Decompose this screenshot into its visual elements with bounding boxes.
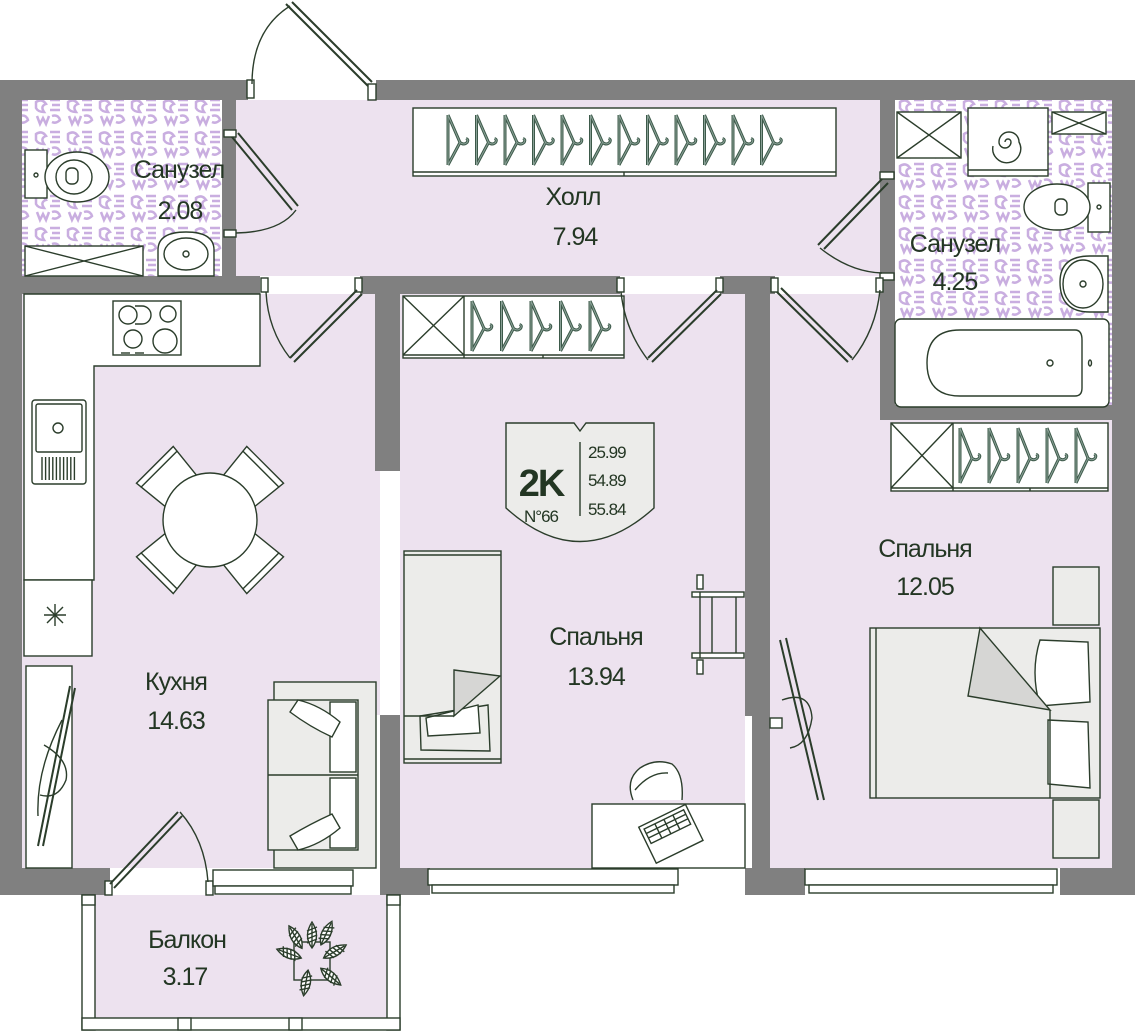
hanger-icon	[589, 114, 612, 166]
plant-icon	[275, 920, 348, 998]
hanger-icon	[470, 300, 494, 352]
hanger-icon	[617, 114, 641, 166]
sofa	[267, 681, 377, 869]
hanger-icon	[559, 300, 582, 352]
single-bed	[403, 550, 502, 764]
bedroom-right-door[interactable]	[770, 277, 884, 363]
hanger-icon	[1045, 427, 1069, 484]
room-name: Санузел	[910, 230, 1000, 258]
hanger-icon	[760, 114, 783, 166]
entrance-door[interactable]	[246, 1, 377, 101]
living-area: 25.99	[588, 443, 626, 462]
hanger-icon	[446, 114, 470, 166]
apartment-number: N°66	[524, 507, 559, 526]
hanger-icon	[475, 114, 498, 166]
desk	[591, 761, 746, 869]
balcony-railing	[81, 894, 401, 1031]
bathroom-large-door[interactable]	[817, 171, 895, 281]
toilet-tank	[1087, 182, 1111, 233]
bedroom-right-wardrobe	[890, 422, 1109, 492]
room-label-balcony: Балкон 3.17	[148, 926, 227, 991]
total-area: 54.89	[588, 471, 626, 490]
hanger-icon	[646, 114, 669, 166]
room-name: Спальня	[878, 535, 971, 563]
toilet-icon	[44, 151, 110, 203]
room-area: 12.05	[896, 573, 954, 601]
hanger-icon	[503, 114, 527, 166]
room-area: 13.94	[567, 663, 626, 691]
stove-icon	[112, 300, 182, 356]
laptop-icon	[637, 803, 704, 865]
asterisk-icon	[44, 604, 66, 626]
kitchen-sink-icon	[31, 399, 87, 485]
kitchen-counter	[23, 293, 261, 657]
sink-icon	[1059, 255, 1109, 313]
hall-wardrobe	[412, 107, 837, 177]
bedroom-middle-radiator	[691, 574, 745, 675]
bedroom-right-window-side	[769, 637, 825, 801]
hanger-icon	[987, 427, 1011, 484]
dining-table	[135, 445, 285, 595]
room-name: Балкон	[148, 926, 226, 954]
bathroom-large-fixtures	[894, 107, 1111, 408]
hanger-icon	[703, 114, 726, 166]
room-label-hall: Холл 7.94	[546, 183, 602, 251]
room-area: 3.17	[163, 963, 208, 991]
hanger-icon	[532, 114, 555, 166]
spiral-icon	[992, 131, 1022, 164]
room-area: 7.94	[553, 223, 599, 251]
room-label-kitchen: Кухня 14.63	[145, 668, 208, 735]
apartment-badge: 2K N°66 25.99 54.89 55.84	[505, 422, 655, 543]
room-label-bedroom-right: Спальня 12.05	[878, 535, 972, 601]
room-area: 4.25	[933, 268, 978, 296]
room-area: 2.08	[158, 197, 203, 225]
hanger-icon	[958, 427, 982, 484]
balcony-floor	[82, 895, 400, 1025]
hanger-icon	[1074, 427, 1098, 484]
hanger-icon	[560, 114, 584, 166]
hanger-icon	[674, 114, 698, 166]
balcony-door[interactable]	[104, 811, 354, 896]
hanger-icon	[529, 300, 553, 352]
room-label-bathroom-large: Санузел 4.25	[910, 230, 1001, 296]
bedroom-middle-window	[427, 868, 679, 894]
kitchen-door[interactable]	[260, 277, 363, 363]
hanger-icon	[588, 300, 612, 352]
sink-icon	[157, 231, 215, 277]
hanger-icon	[500, 300, 523, 352]
bedroom-right-floor	[770, 294, 880, 420]
room-label-bedroom-middle: Спальня 13.94	[549, 623, 643, 691]
desk-chair	[629, 761, 683, 801]
bathtub-icon	[894, 318, 1110, 408]
toilet-icon	[1023, 183, 1091, 231]
room-area: 14.63	[147, 707, 205, 735]
washing-machine	[967, 107, 1049, 177]
bedroom-middle-door[interactable]	[616, 277, 724, 363]
room-label-bathroom-small: Санузел 2.08	[134, 156, 225, 225]
hanger-icon	[731, 114, 755, 166]
bedroom-middle-wardrobe	[402, 295, 625, 359]
room-name: Кухня	[145, 668, 207, 696]
bedroom-right-window	[804, 868, 1058, 894]
double-bed	[869, 566, 1101, 859]
toilet-tank	[24, 149, 48, 199]
kitchen-window	[25, 665, 76, 869]
room-name: Холл	[546, 183, 601, 211]
bathroom-small-door[interactable]	[223, 129, 299, 238]
apartment-type: 2K	[519, 463, 566, 505]
bathroom-small-fixtures	[24, 149, 215, 277]
walls	[0, 80, 1135, 895]
room-name: Санузел	[134, 156, 224, 184]
hanger-icon	[1016, 427, 1040, 484]
total-area-with-balcony: 55.84	[588, 500, 626, 519]
room-name: Спальня	[549, 623, 642, 651]
